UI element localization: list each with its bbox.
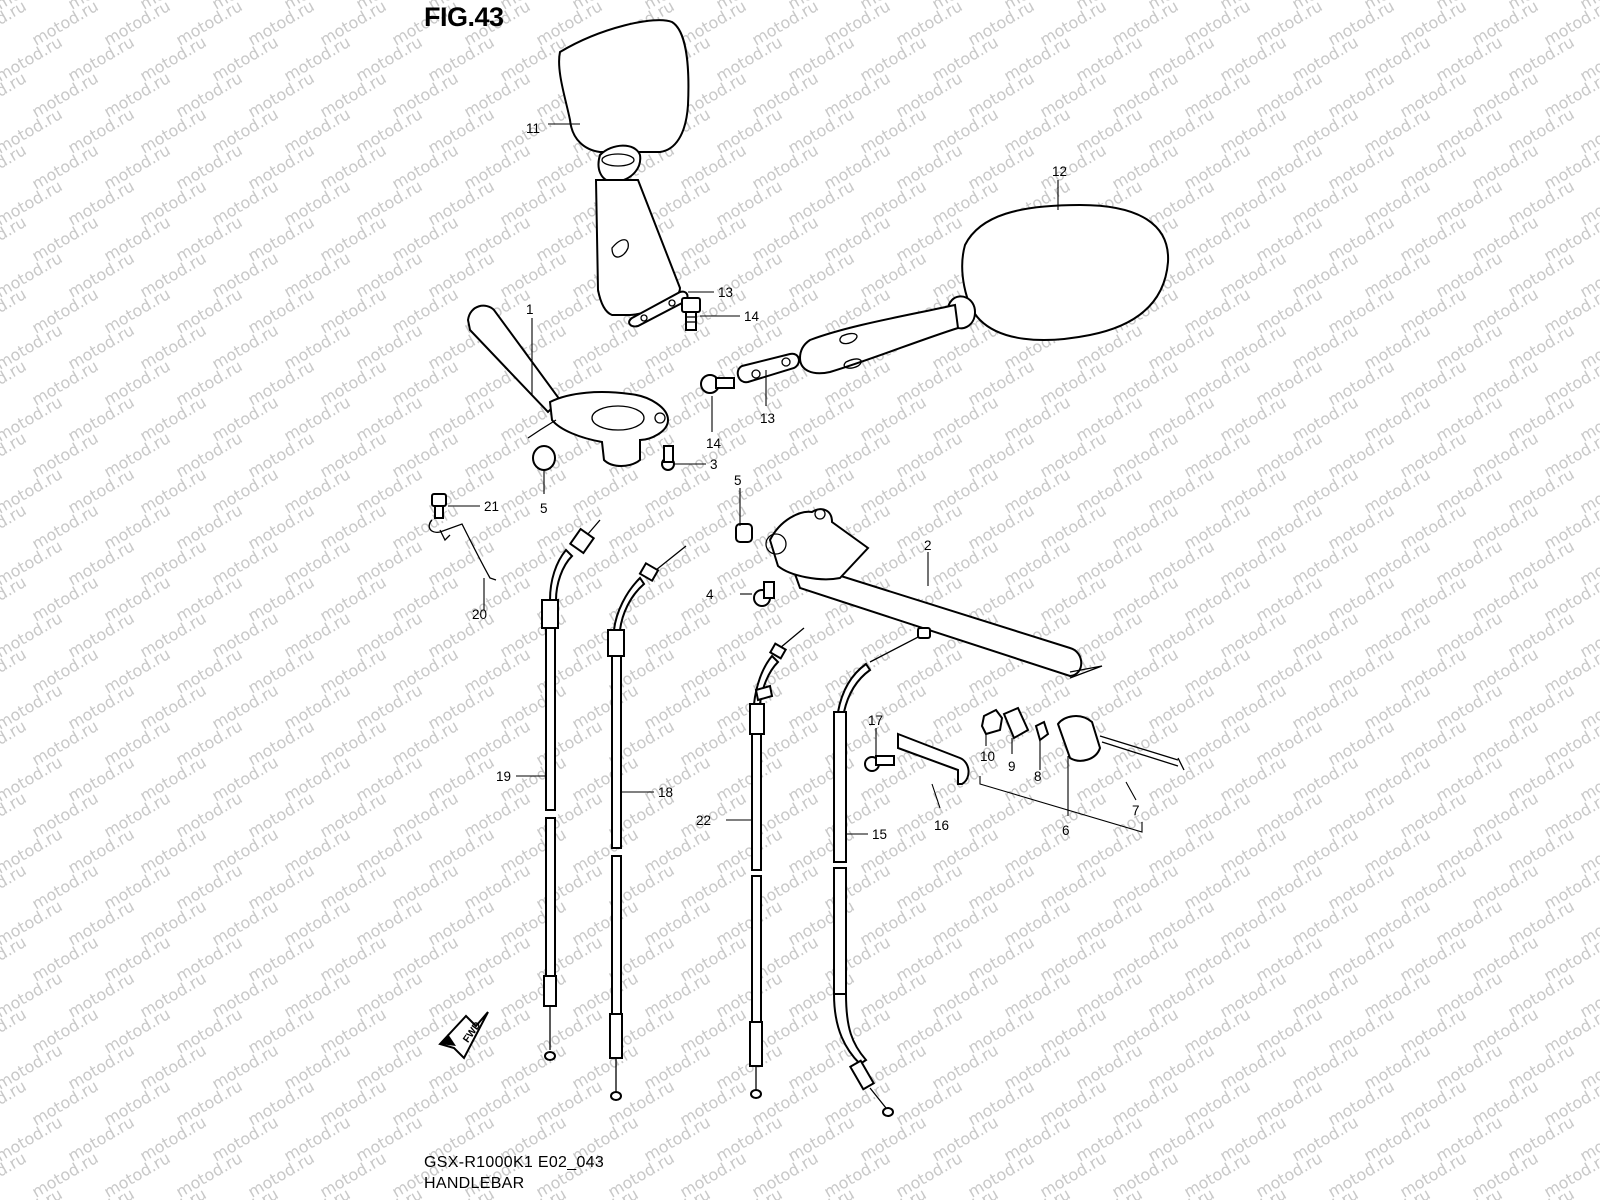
callout-label: 1	[526, 302, 534, 317]
callout-labels: 11 12 1 13 14 14 13 3 5 5 21 20 4 2 19 1…	[472, 121, 1140, 842]
callout-label: 3	[710, 457, 718, 472]
throttle-cable-19	[541, 519, 601, 1061]
callout-label: 7	[1132, 803, 1140, 818]
handlebar-right-part	[765, 508, 1103, 679]
callout-label: 15	[872, 827, 887, 842]
cable-bracket-part	[897, 732, 970, 785]
model-code: GSX-R1000K1 E02_043	[424, 1154, 605, 1171]
handlebar-bolt-right	[753, 581, 775, 607]
mirror-bracket-plate-lower	[736, 352, 800, 384]
callout-label: 5	[734, 473, 742, 488]
mirror-bolt-lower	[700, 374, 735, 394]
callout-label: 4	[706, 587, 714, 602]
callout-label: 14	[706, 436, 722, 451]
callout-label: 14	[744, 309, 760, 324]
callout-label: 13	[718, 285, 733, 300]
callout-label: 2	[924, 538, 932, 553]
callout-label: 9	[1008, 759, 1016, 774]
handlebar-bolt-left	[661, 445, 675, 471]
end-cap-right	[735, 523, 753, 543]
cable-clip-part	[428, 519, 497, 581]
clutch-cable-22	[749, 627, 805, 1099]
bar-end-weight-assembly	[980, 706, 1185, 771]
forward-direction-badge: FWD	[438, 1011, 489, 1060]
brake-cable-15	[832, 627, 931, 1117]
end-cap-left	[532, 445, 556, 471]
throttle-cable-18	[607, 545, 687, 1101]
clip-bolt-part	[431, 493, 447, 519]
callout-label: 21	[484, 499, 499, 514]
callout-label: 19	[496, 769, 511, 784]
mirror-bolt-upper	[681, 297, 701, 331]
callout-label: 10	[980, 749, 995, 764]
callout-label: 12	[1052, 164, 1067, 179]
callout-label: 22	[696, 813, 711, 828]
callout-label: 17	[868, 713, 883, 728]
callout-label: 18	[658, 785, 673, 800]
callout-label: 11	[526, 121, 540, 136]
handlebar-left-part	[466, 304, 670, 467]
mirror-right-part	[798, 203, 1170, 375]
callout-label: 8	[1034, 769, 1042, 784]
callout-label: 16	[934, 818, 949, 833]
callout-label: 5	[540, 501, 548, 516]
figure-title: FIG.43	[424, 2, 504, 32]
leader-lines	[448, 123, 1143, 835]
section-name: HANDLEBAR	[424, 1175, 525, 1192]
bracket-bolt-part	[864, 755, 895, 772]
callout-label: 13	[760, 411, 775, 426]
mirror-left-part	[558, 19, 690, 316]
callout-label: 20	[472, 607, 487, 622]
callout-label: 6	[1062, 823, 1070, 838]
